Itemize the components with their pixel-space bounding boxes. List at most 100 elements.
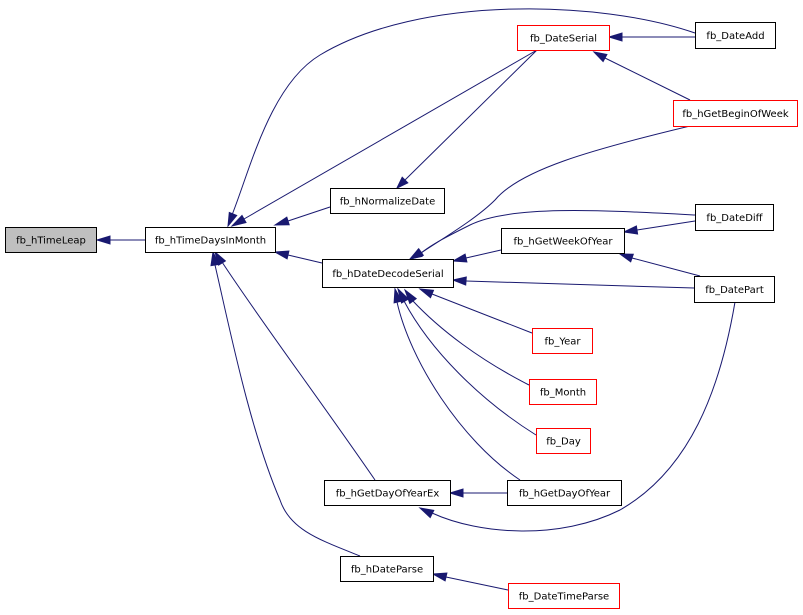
node-fb_hGetBeginOfWeek[interactable]: fb_hGetBeginOfWeek bbox=[673, 100, 798, 127]
edge-fb_Month-to-fb_hDateDecodeSerial bbox=[403, 288, 530, 386]
node-box[interactable] bbox=[517, 25, 610, 51]
node-label: fb_hTimeDaysInMonth bbox=[155, 236, 266, 247]
arrowhead-icon bbox=[227, 211, 238, 228]
node-label: fb_hNormalizeDate bbox=[340, 197, 435, 208]
node-fb_hNormalizeDate[interactable]: fb_hNormalizeDate bbox=[330, 188, 445, 214]
edge-line bbox=[636, 220, 696, 231]
node-box[interactable] bbox=[532, 328, 593, 354]
node-fb_hTimeLeap[interactable]: fb_hTimeLeap bbox=[5, 227, 97, 253]
edge-line bbox=[431, 301, 736, 532]
node-fb_hDateParse[interactable]: fb_hDateParse bbox=[340, 556, 434, 582]
edge-fb_DateSerial-to-fb_hTimeDaysInMonth bbox=[230, 49, 538, 227]
edge-fb_hGetWeekOfYear-to-fb_hDateDecodeSerial bbox=[451, 249, 502, 263]
node-box[interactable] bbox=[324, 480, 451, 506]
edge-fb_hGetDayOfYear-to-fb_hDateDecodeSerial bbox=[393, 287, 521, 481]
arrowhead-icon bbox=[607, 32, 623, 42]
edge-line bbox=[287, 206, 331, 222]
node-fb_Month[interactable]: fb_Month bbox=[529, 379, 597, 405]
edge-line bbox=[465, 249, 502, 259]
arrowhead-icon bbox=[210, 250, 220, 267]
node-label: fb_DateSerial bbox=[530, 34, 597, 45]
node-box[interactable] bbox=[508, 583, 620, 609]
arrowhead-icon bbox=[618, 253, 634, 263]
node-fb_hTimeDaysInMonth[interactable]: fb_hTimeDaysInMonth bbox=[145, 227, 276, 253]
edge-layer bbox=[95, 8, 736, 591]
node-label: fb_DatePart bbox=[705, 285, 764, 296]
node-label: fb_hGetWeekOfYear bbox=[514, 237, 614, 248]
node-label: fb_Day bbox=[546, 437, 581, 448]
arrowhead-icon bbox=[592, 51, 608, 63]
edge-fb_hGetDayOfYear-to-fb_hGetDayOfYearEx bbox=[448, 488, 507, 498]
node-box[interactable] bbox=[340, 556, 434, 582]
edge-fb_DateSerial-to-fb_hNormalizeDate bbox=[395, 49, 538, 190]
node-label: fb_DateDiff bbox=[706, 213, 763, 224]
node-box[interactable] bbox=[673, 100, 798, 127]
node-fb_hGetDayOfYear[interactable]: fb_hGetDayOfYear bbox=[507, 480, 622, 506]
edge-line bbox=[431, 293, 533, 334]
node-box[interactable] bbox=[529, 379, 597, 405]
arrowhead-icon bbox=[431, 572, 448, 582]
edge-line bbox=[403, 300, 537, 436]
edge-fb_hDateDecodeSerial-to-fb_hTimeDaysInMonth bbox=[273, 250, 323, 264]
node-box[interactable] bbox=[330, 188, 445, 214]
edge-fb_hDateParse-to-fb_hTimeDaysInMonth bbox=[210, 250, 361, 557]
node-fb_hGetDayOfYearEx[interactable]: fb_hGetDayOfYearEx bbox=[324, 480, 451, 506]
edge-line bbox=[604, 57, 691, 101]
edge-fb_DateDiff-to-fb_hDateDecodeSerial bbox=[409, 210, 696, 260]
edge-line bbox=[465, 280, 695, 289]
node-label: fb_hGetBeginOfWeek bbox=[682, 109, 789, 120]
edge-fb_hTimeDaysInMonth-to-fb_hTimeLeap bbox=[95, 235, 145, 245]
node-box[interactable] bbox=[322, 259, 454, 288]
node-fb_hDateDecodeSerial[interactable]: fb_hDateDecodeSerial bbox=[322, 259, 454, 288]
node-box[interactable] bbox=[536, 428, 591, 454]
edge-line bbox=[214, 264, 361, 557]
edge-line bbox=[287, 254, 323, 264]
node-label: fb_hDateDecodeSerial bbox=[332, 269, 443, 280]
edge-fb_DateTimeParse-to-fb_hDateParse bbox=[431, 572, 509, 591]
node-label: fb_hDateParse bbox=[351, 565, 423, 576]
node-box[interactable] bbox=[145, 227, 276, 253]
edge-fb_Day-to-fb_hDateDecodeSerial bbox=[397, 287, 537, 436]
node-label: fb_hGetDayOfYear bbox=[519, 489, 611, 500]
node-label: fb_hTimeLeap bbox=[16, 236, 86, 247]
node-fb_hGetWeekOfYear[interactable]: fb_hGetWeekOfYear bbox=[501, 228, 625, 254]
node-label: fb_Month bbox=[540, 388, 586, 399]
edge-line bbox=[231, 8, 696, 216]
node-fb_Year[interactable]: fb_Year bbox=[532, 328, 593, 354]
node-fb_DateDiff[interactable]: fb_DateDiff bbox=[695, 204, 774, 231]
arrowhead-icon bbox=[409, 247, 425, 260]
node-fb_DateAdd[interactable]: fb_DateAdd bbox=[695, 22, 776, 49]
node-label: fb_Year bbox=[544, 337, 581, 348]
node-box[interactable] bbox=[695, 204, 774, 231]
edge-fb_Year-to-fb_hDateDecodeSerial bbox=[418, 288, 533, 334]
edge-fb_DatePart-to-fb_hGetDayOfYearEx bbox=[418, 301, 736, 532]
node-layer: fb_hTimeLeap fb_hTimeDaysInMonth fb_hNorma… bbox=[5, 22, 798, 609]
edge-line bbox=[404, 49, 538, 181]
edge-fb_DateDiff-to-fb_hGetWeekOfYear bbox=[622, 220, 696, 235]
node-box[interactable] bbox=[694, 276, 775, 303]
node-box[interactable] bbox=[695, 22, 776, 49]
arrowhead-icon bbox=[393, 287, 403, 304]
edge-line bbox=[445, 576, 509, 591]
edge-line bbox=[396, 301, 521, 481]
arrowhead-icon bbox=[448, 488, 464, 498]
node-box[interactable] bbox=[501, 228, 625, 254]
node-label: fb_DateTimeParse bbox=[519, 592, 609, 603]
node-fb_Day[interactable]: fb_Day bbox=[536, 428, 591, 454]
edge-line bbox=[417, 125, 691, 256]
node-box[interactable] bbox=[507, 480, 622, 506]
edge-fb_hGetBeginOfWeek-to-fb_DateSerial bbox=[592, 51, 691, 101]
arrowhead-icon bbox=[395, 176, 409, 190]
arrowhead-icon bbox=[451, 253, 468, 263]
node-label: fb_hGetDayOfYearEx bbox=[336, 489, 440, 500]
node-fb_DatePart[interactable]: fb_DatePart bbox=[694, 276, 775, 303]
node-box[interactable] bbox=[5, 227, 97, 253]
node-fb_DateTimeParse[interactable]: fb_DateTimeParse bbox=[508, 583, 620, 609]
arrowhead-icon bbox=[95, 235, 111, 245]
arrowhead-icon bbox=[230, 214, 247, 227]
arrowhead-icon bbox=[451, 276, 467, 286]
edge-fb_DatePart-to-fb_hGetWeekOfYear bbox=[618, 253, 701, 277]
arrowhead-icon bbox=[418, 288, 435, 299]
node-fb_DateSerial[interactable]: fb_DateSerial bbox=[517, 25, 610, 51]
